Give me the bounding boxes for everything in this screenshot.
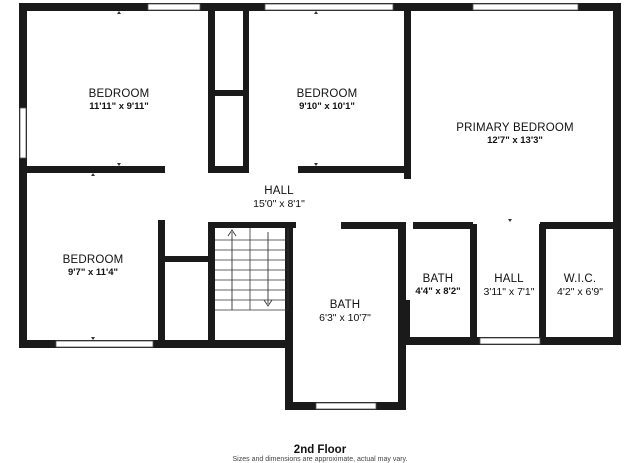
wall-wic-left [539, 224, 546, 345]
room-bath-1: BATH 4'4" x 8'2" [415, 272, 460, 298]
walls [19, 3, 621, 410]
room-dims: 9'7" x 11'4" [68, 267, 118, 279]
room-primary-bedroom: PRIMARY BEDROOM 12'7" x 13'3" [456, 121, 574, 147]
window-bed2-top [264, 3, 394, 11]
room-dims: 3'11" x 7'1" [483, 286, 535, 299]
wall-bed2-primary [404, 3, 411, 179]
stair-arrow-up [227, 229, 237, 310]
wall-stair-top [208, 222, 296, 228]
marker-6 [91, 173, 95, 176]
wall-bed2-bottom [298, 166, 411, 173]
room-name: W.I.C. [563, 273, 597, 285]
wall-primary-bottom-2 [540, 222, 621, 229]
room-dims: 4'4" x 8'2" [415, 286, 461, 298]
window-bed3-bottom [55, 340, 154, 348]
stair-arrow-down [263, 232, 273, 307]
wall-stair-left [208, 222, 215, 340]
wall-bath-left [285, 224, 293, 409]
room-hall-1: HALL 15'0" x 8'1" [253, 184, 305, 212]
floor-title: 2nd Floor [293, 444, 347, 456]
wall-bath-top [341, 222, 406, 229]
room-dims: 12'7" x 13'3" [487, 135, 543, 147]
wall-closet-bottom [208, 166, 249, 173]
door-marks [91, 11, 512, 340]
room-name: BEDROOM [88, 88, 150, 100]
window-bed1-left [19, 107, 27, 159]
marker-5 [508, 219, 512, 222]
room-name: PRIMARY BEDROOM [456, 122, 574, 134]
room-bedroom-1: BEDROOM 11'11" x 9'11" [89, 87, 150, 113]
room-wic: W.I.C. 4'2" x 6'9" [557, 272, 603, 300]
marker-4 [314, 163, 318, 166]
room-dims: 9'10" x 10'1" [299, 101, 355, 113]
window-bed1-top [147, 3, 201, 11]
windows [19, 3, 579, 410]
room-bedroom-2: BEDROOM 9'10" x 10'1" [297, 87, 358, 113]
stairs [215, 228, 289, 311]
marker-1 [117, 11, 121, 14]
room-name: BATH [422, 273, 454, 285]
window-primary-top [472, 3, 579, 11]
marker-3 [117, 163, 121, 166]
room-name: HALL [494, 273, 524, 285]
room-name: BEDROOM [62, 254, 124, 266]
wall-left [19, 3, 27, 348]
room-name: HALL [264, 185, 294, 197]
room-dims: 4'2" x 6'9" [557, 286, 603, 299]
wall-bed3-closet [158, 256, 208, 262]
room-dims: 6'3" x 10'7" [319, 312, 371, 325]
wall-bath1-right [470, 224, 477, 345]
wall-bed1-bed2 [208, 3, 215, 171]
wall-primary-bottom [413, 222, 473, 229]
wall-bed3-right [158, 220, 165, 342]
wall-right [613, 3, 621, 345]
marker-7 [91, 337, 95, 340]
room-bath-2: BATH 6'3" x 10'7" [319, 298, 371, 326]
room-dims: 15'0" x 8'1" [253, 198, 305, 211]
wall-bath1-left [398, 224, 405, 345]
room-name: BATH [329, 299, 361, 311]
wall-closet-mid [208, 90, 249, 96]
window-bath-bottom [315, 402, 377, 410]
wall-bed1-bottom [19, 166, 165, 173]
window-hall-bottom [479, 337, 541, 345]
room-dims: 11'11" x 9'11" [89, 101, 149, 113]
wall-bottom-left [19, 340, 291, 348]
marker-2 [314, 11, 318, 14]
wall-closet-right [243, 3, 249, 171]
room-bedroom-3: BEDROOM 9'7" x 11'4" [63, 253, 124, 279]
wall-bath1-block [398, 300, 410, 340]
room-hall-2: HALL 3'11" x 7'1" [484, 272, 535, 300]
room-name: BEDROOM [296, 88, 358, 100]
